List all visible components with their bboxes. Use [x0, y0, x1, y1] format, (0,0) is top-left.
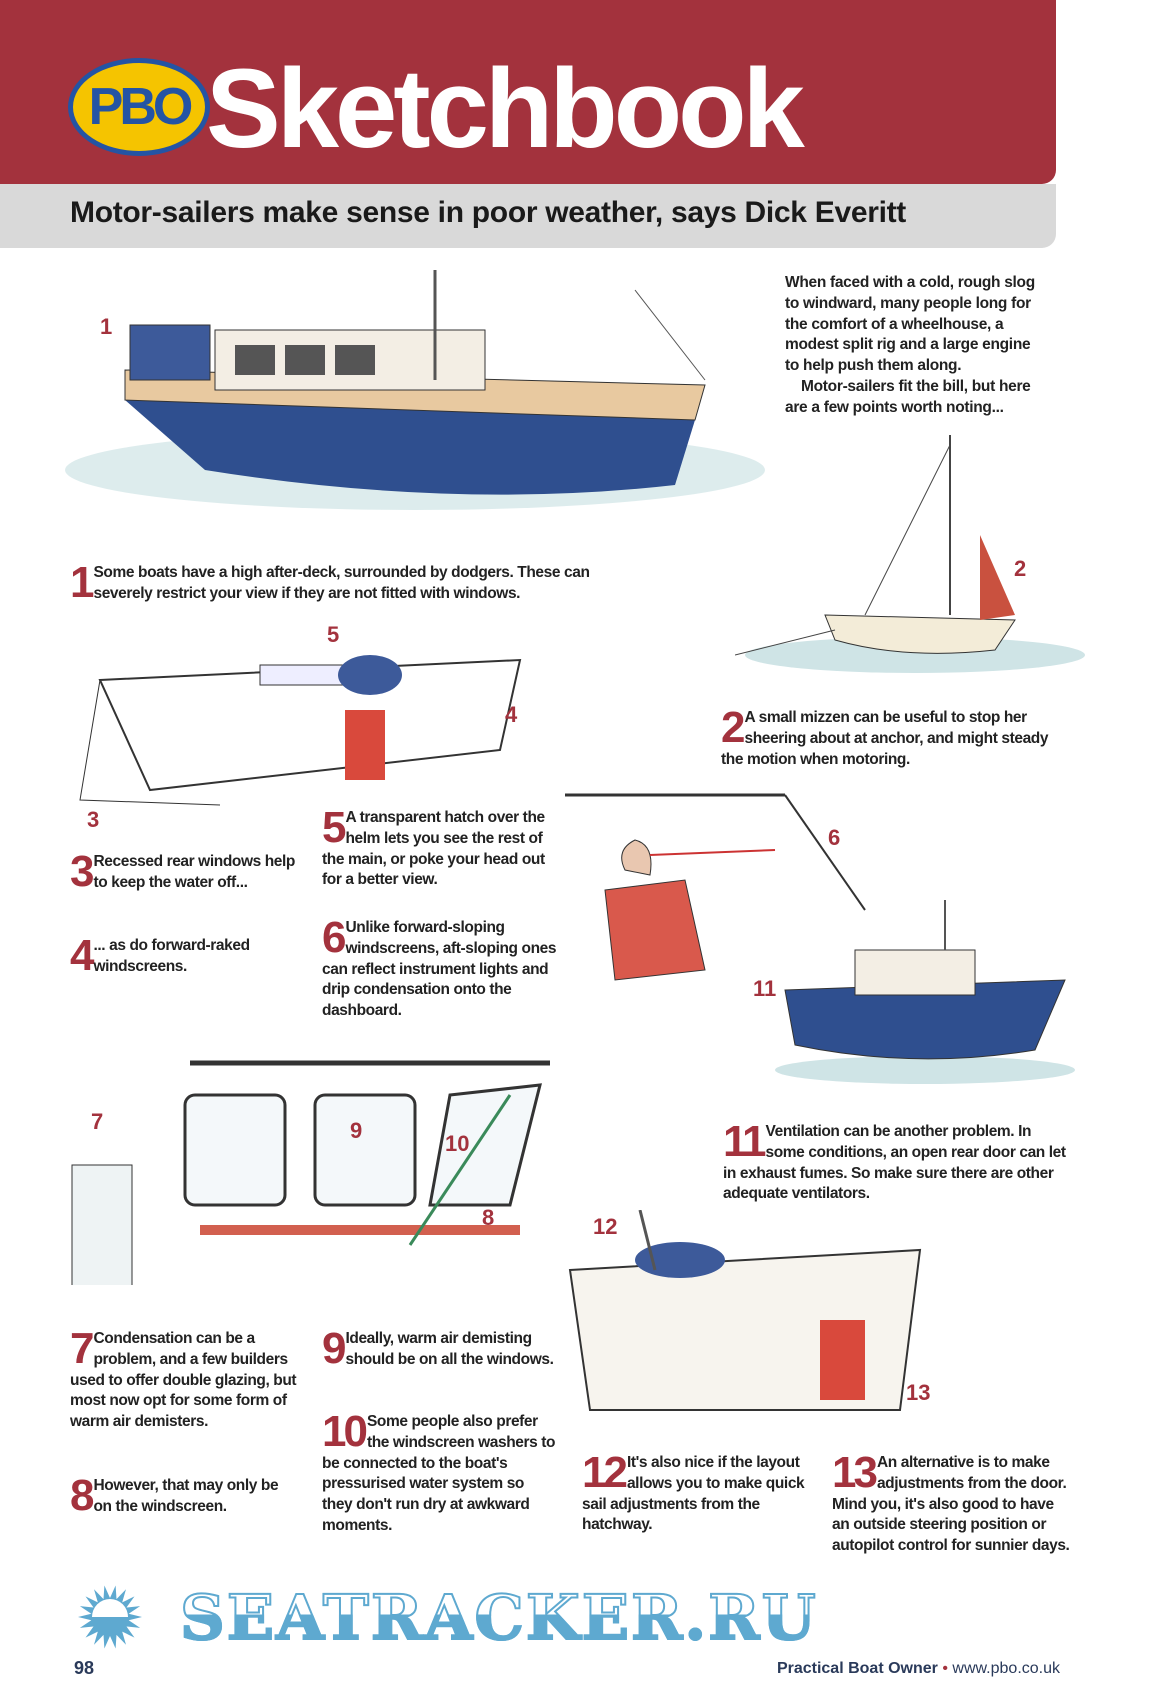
- caption-text: Some boats have a high after-deck, surro…: [93, 564, 590, 602]
- caption-text: ... as do forward-raked windscreens.: [93, 937, 250, 975]
- illustration-label: 13: [906, 1380, 931, 1405]
- illustration-label: 4: [505, 702, 518, 727]
- caption-number: 11: [723, 1117, 766, 1166]
- subtitle-band: [0, 184, 1056, 248]
- magazine-name: Practical Boat Owner: [776, 1660, 938, 1677]
- illustration-label: 2: [1014, 556, 1027, 581]
- footer-url[interactable]: www.pbo.co.uk: [952, 1660, 1060, 1677]
- intro-line: When faced with a cold, rough slog: [785, 274, 1035, 291]
- intro-line: the comfort of a wheelhouse, a: [785, 315, 1004, 333]
- caption-text: Some people also prefer the windscreen w…: [322, 1413, 556, 1534]
- page-title: Sketchbook: [206, 46, 805, 171]
- illustration-label: 1: [100, 314, 113, 339]
- watermark-text: SEATRACKER.RU: [179, 1581, 818, 1654]
- intro-line: are a few points worth noting...: [785, 398, 1004, 416]
- caption-number: 9: [322, 1324, 347, 1373]
- caption-number: 2: [721, 703, 746, 752]
- caption-text: Ideally, warm air demisting should be on…: [345, 1330, 554, 1368]
- caption-number: 1: [70, 558, 95, 607]
- intro-line: to help push them along.: [785, 357, 962, 375]
- caption-number: 7: [70, 1324, 95, 1373]
- logo-text: PBO: [88, 78, 194, 136]
- page-subtitle: Motor-sailers make sense in poor weather…: [70, 196, 906, 229]
- intro-line: modest split rig and a large engine: [785, 336, 1031, 354]
- caption-number: 5: [322, 803, 347, 852]
- intro-line: Motor-sailers fit the bill, but here: [785, 377, 1031, 395]
- illustration-label: 9: [350, 1118, 363, 1143]
- caption-text: It's also nice if the layout allows you …: [582, 1454, 805, 1534]
- wheelhouse-helm-illustration: [79, 655, 522, 806]
- illustration-label: 7: [91, 1109, 104, 1134]
- caption-number: 13: [832, 1448, 878, 1497]
- illustration-label: 8: [482, 1205, 495, 1230]
- separator: •: [937, 1660, 953, 1677]
- caption-text: Unlike forward-sloping windscreens, aft-…: [322, 919, 557, 1020]
- caption-text: A small mizzen can be useful to stop her…: [721, 709, 1049, 768]
- caption-number: 12: [582, 1448, 628, 1497]
- caption-text: An alternative is to make adjustments fr…: [832, 1454, 1070, 1555]
- caption-number: 8: [70, 1471, 95, 1520]
- caption-number: 3: [70, 847, 95, 896]
- aft-sloping-windscreen-illustration: [565, 793, 866, 981]
- caption-number: 10: [322, 1407, 368, 1456]
- open-rear-door-boat-illustration: [775, 900, 1075, 1084]
- window-demisting-illustration: [71, 1060, 550, 1285]
- illustration-label: 6: [828, 825, 841, 850]
- illustration-label: 11: [753, 976, 777, 1001]
- hatchway-and-door-illustration: [568, 1210, 922, 1411]
- sun-half: [92, 1599, 128, 1617]
- caption-4: 4... as do forward-raked windscreens.: [70, 931, 295, 980]
- illustration-label: 12: [593, 1214, 618, 1239]
- caption-text: A transparent hatch over the helm lets y…: [322, 809, 545, 889]
- pbo-logo: PBO: [68, 58, 210, 156]
- caption-text: Recessed rear windows help to keep the w…: [93, 853, 295, 891]
- caption-text: However, that may only be on the windscr…: [93, 1477, 279, 1515]
- caption-number: 6: [322, 913, 347, 962]
- caption-text: Ventilation can be another problem. In s…: [723, 1123, 1066, 1203]
- intro-text: When faced with a cold, rough slog to wi…: [785, 273, 1085, 419]
- caption-number: 4: [70, 931, 95, 980]
- caption-text: Condensation can be a problem, and a few…: [70, 1330, 297, 1431]
- ketch-at-anchor-illustration: [735, 435, 1085, 673]
- illustration-label: 10: [445, 1131, 470, 1156]
- illustration-label: 5: [327, 622, 340, 647]
- illustration-label: 3: [87, 807, 100, 832]
- intro-line: to windward, many people long for: [785, 294, 1031, 312]
- footer-credit: Practical Boat Owner • www.pbo.co.uk: [777, 1660, 1060, 1678]
- sunburst-watermark-icon: [78, 1585, 142, 1649]
- page-number: 98: [74, 1658, 95, 1678]
- motor-sailer-illustration: [65, 270, 765, 510]
